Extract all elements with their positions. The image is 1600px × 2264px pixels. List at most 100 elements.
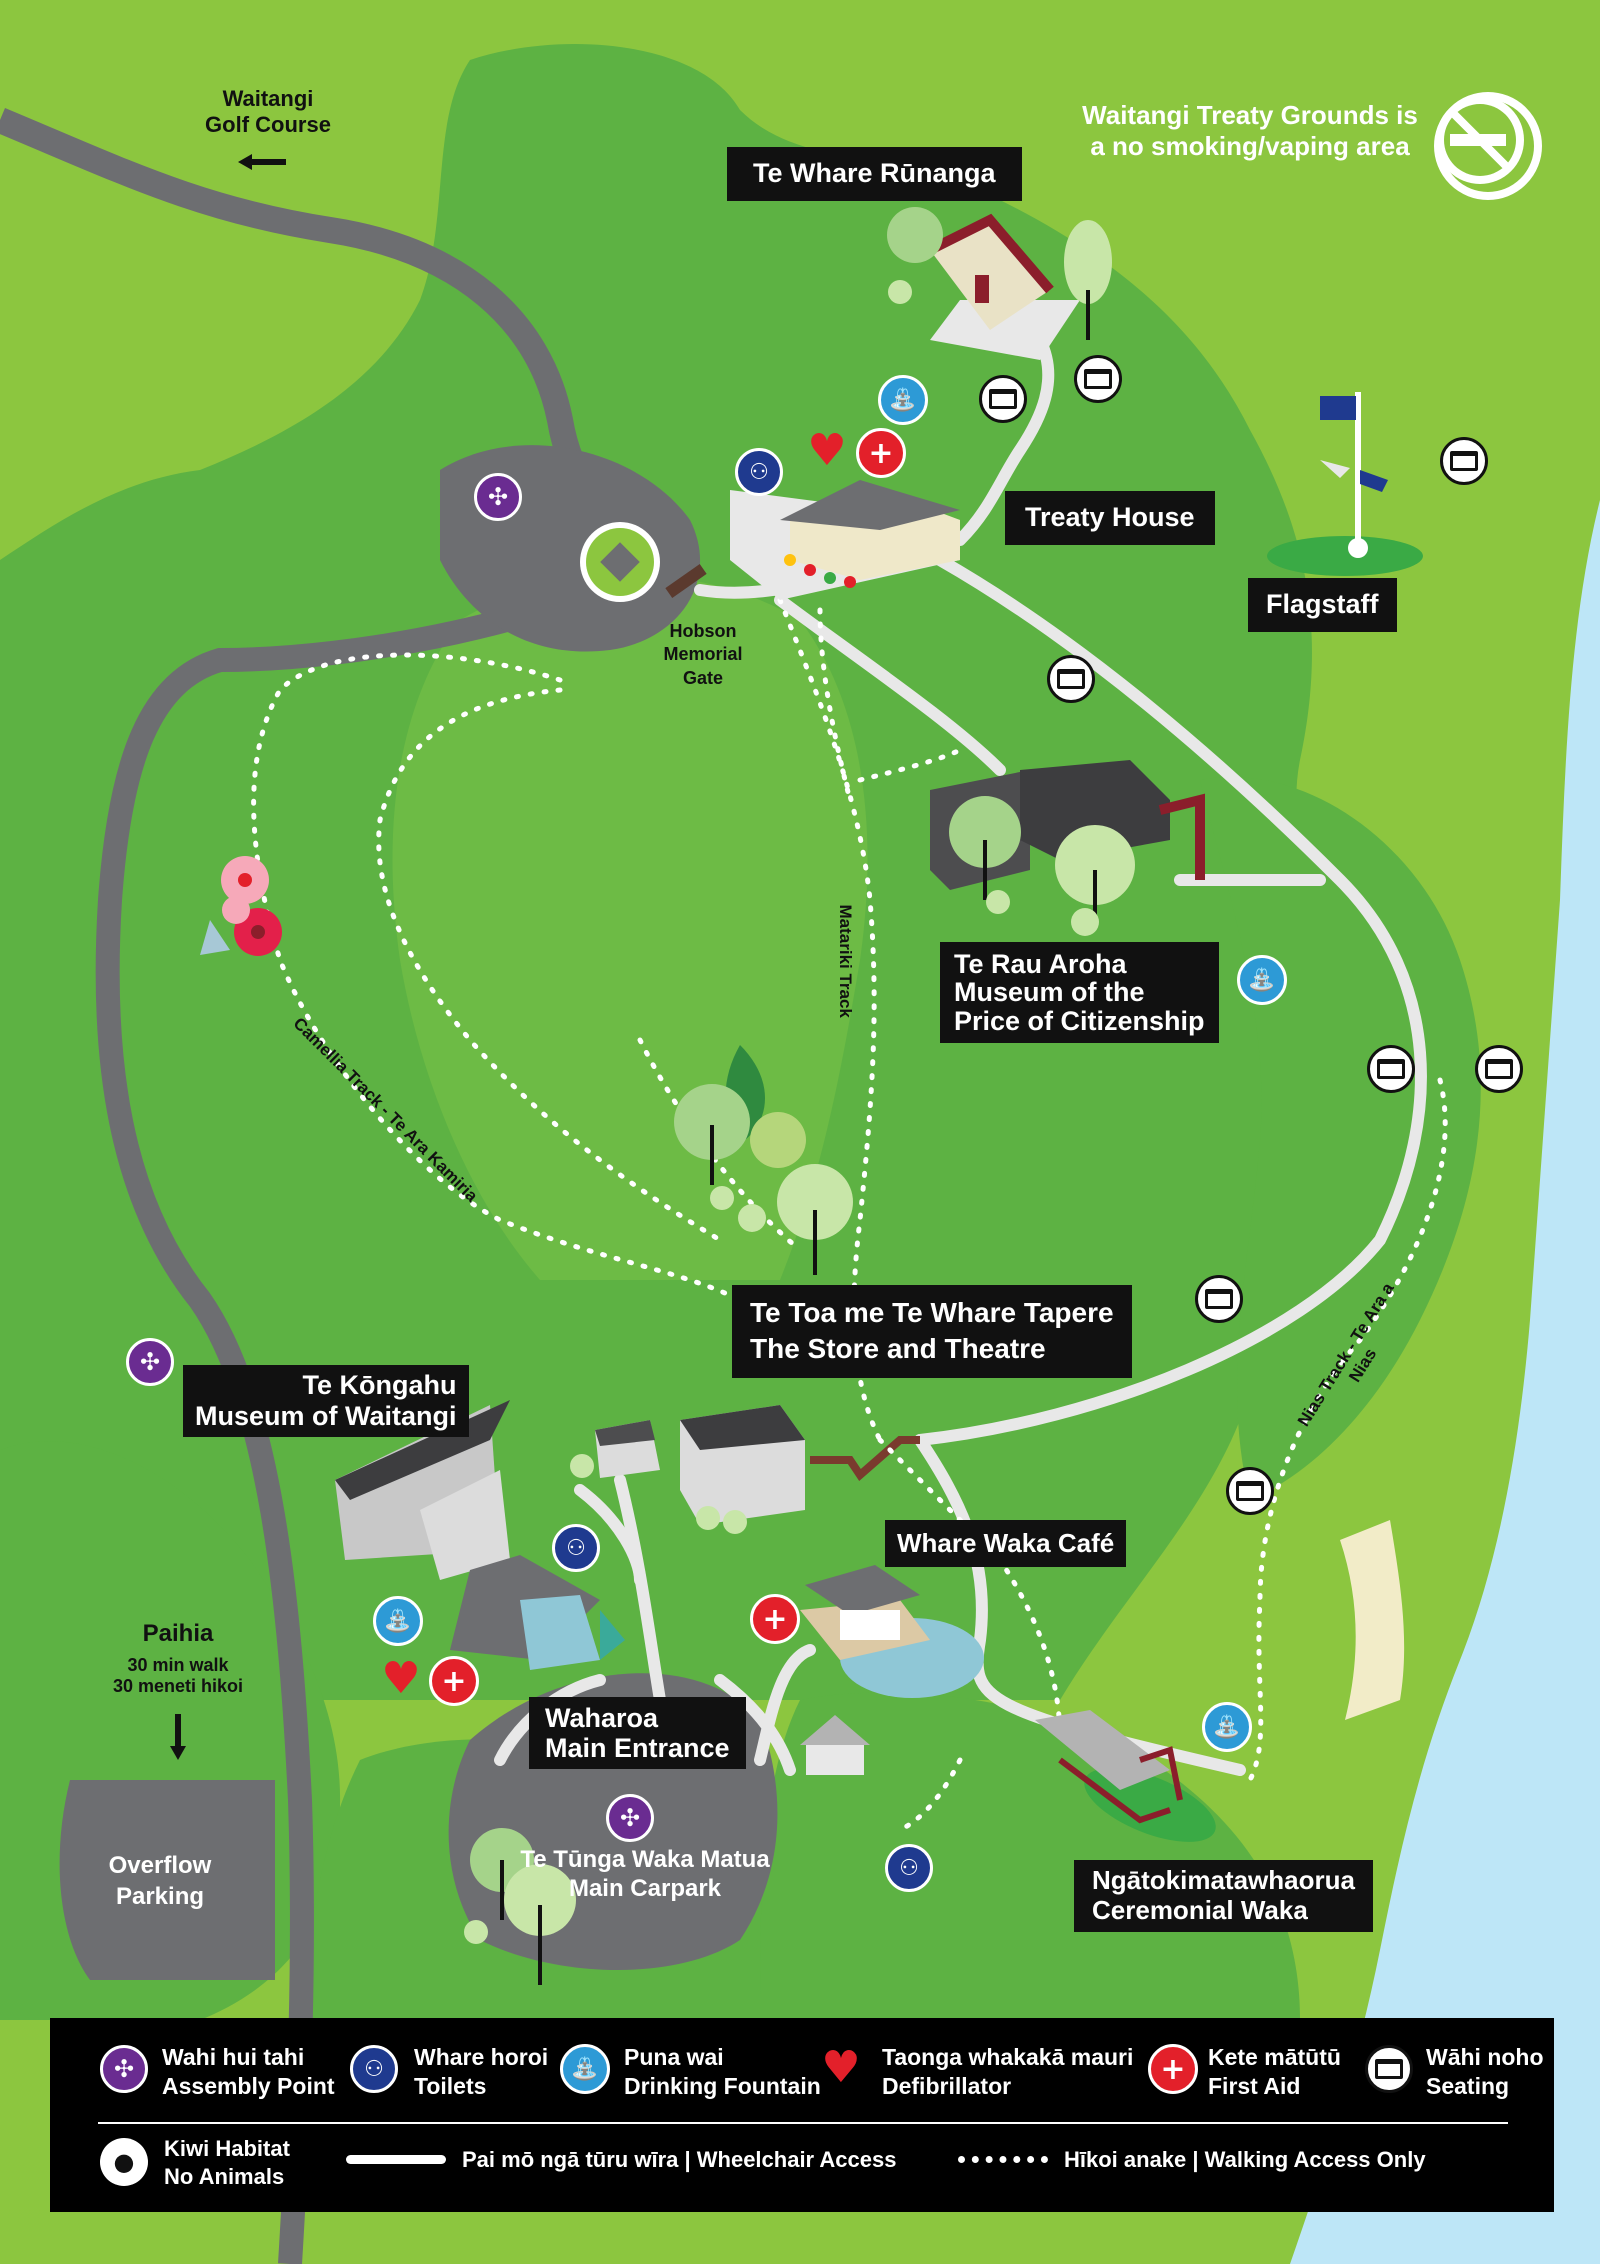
legend-fountain: Puna wai Drinking Fountain [624, 2043, 821, 2102]
label-te-toa[interactable]: Te Toa me Te Whare Tapere The Store and … [732, 1285, 1132, 1378]
label-golf-course: Waitangi Golf Course [188, 86, 348, 139]
paihia-line-1: Paihia [142, 1620, 214, 1647]
legend-wheelchair: Pai mō ngā tūru wīra | Wheelchair Access [462, 2146, 896, 2174]
notice-line-1: Waitangi Treaty Grounds is [1082, 100, 1418, 130]
label-waharoa[interactable]: Waharoa Main Entrance [529, 1697, 746, 1770]
label-treaty-house[interactable]: Treaty House [1005, 491, 1215, 545]
legend-assembly-line-1: Wahi hui tahi [162, 2044, 305, 2070]
te-rau-aroha-line-3: Price of Citizenship [954, 1005, 1205, 1036]
defibrillator-icon: ♥ [381, 1653, 421, 1704]
seating-icon [979, 375, 1027, 423]
label-te-kongahu[interactable]: Te Kōngahu Museum of Waitangi [183, 1365, 469, 1438]
legend-defib: Taonga whakakā mauri Defibrillator [882, 2043, 1133, 2102]
drinking-fountain-icon: ⛲ [878, 375, 928, 425]
legend-firstaid-line-2: First Aid [1208, 2073, 1301, 2100]
waharoa-line-2: Main Entrance [545, 1733, 730, 1764]
assembly-point-icon: ✣ [100, 2045, 148, 2093]
legend-seating-line-1: Wāhi noho [1426, 2044, 1544, 2070]
seating-icon [1367, 1045, 1415, 1093]
notice-line-2: a no smoking/vaping area [1090, 131, 1410, 162]
waka-line-2: Ceremonial Waka [1092, 1894, 1308, 1925]
legend-toilets-line-2: Toilets [414, 2073, 487, 2100]
legend-seating-line-2: Seating [1426, 2073, 1510, 2100]
golf-line-2: Golf Course [205, 112, 331, 138]
hobson-line-3: Gate [682, 667, 724, 688]
te-toa-line-2: The Store and Theatre [750, 1333, 1046, 1365]
label-overflow-parking: Overflow Parking [90, 1850, 230, 1912]
first-aid-icon: + [750, 1594, 800, 1644]
legend-assembly-line-2: Assembly Point [162, 2073, 335, 2100]
legend-kiwi-line-2: No Animals [164, 2164, 285, 2190]
label-main-carpark: Te Tūnga Waka Matua Main Carpark [520, 1846, 770, 1904]
toilets-icon: ⚇ [552, 1524, 600, 1572]
legend-toilets-line-1: Whare horoi [414, 2044, 549, 2070]
legend-divider [98, 2122, 1508, 2124]
legend-defib-line-1: Taonga whakakā mauri [882, 2044, 1134, 2070]
legend: ✣ Wahi hui tahi Assembly Point ⚇ Whare h… [50, 2018, 1554, 2212]
drinking-fountain-icon: ⛲ [1237, 955, 1287, 1005]
paihia-line-3: 30 meneti hikoi [112, 1676, 244, 1697]
no-smoking-notice: Waitangi Treaty Grounds is a no smoking/… [1080, 100, 1420, 162]
golf-line-1: Waitangi [222, 86, 314, 111]
first-aid-icon: + [1148, 2044, 1198, 2094]
seating-icon [1195, 1275, 1243, 1323]
label-paihia: Paihia 30 min walk 30 meneti hikoi [98, 1620, 258, 1698]
label-te-rau-aroha[interactable]: Te Rau Aroha Museum of the Price of Citi… [940, 942, 1219, 1044]
overflow-line-1: Overflow [108, 1852, 212, 1879]
hobson-line-1: Hobson [669, 621, 737, 641]
legend-wheelchair-text: Pai mō ngā tūru wīra | Wheelchair Access [462, 2147, 897, 2172]
paihia-line-2: 30 min walk [127, 1654, 229, 1675]
assembly-point-icon: ✣ [126, 1338, 174, 1386]
waharoa-line-1: Waharoa [545, 1703, 659, 1733]
wheelchair-line-sample [346, 2155, 446, 2164]
label-ceremonial-waka[interactable]: Ngātokimatawhaorua Ceremonial Waka [1074, 1860, 1373, 1932]
carpark-line-2: Main Carpark [568, 1874, 722, 1902]
walking-line-sample [958, 2156, 1048, 2163]
cafe-text: Whare Waka Café [897, 1528, 1115, 1558]
first-aid-icon: + [429, 1656, 479, 1706]
drinking-fountain-icon: ⛲ [560, 2044, 610, 2094]
legend-kiwi: Kiwi Habitat No Animals [164, 2135, 290, 2191]
toilets-icon: ⚇ [885, 1844, 933, 1892]
assembly-point-icon: ✣ [606, 1794, 654, 1842]
drinking-fountain-icon: ⛲ [373, 1596, 423, 1646]
legend-kiwi-line-1: Kiwi Habitat [164, 2136, 290, 2161]
te-toa-line-1: Te Toa me Te Whare Tapere [750, 1297, 1114, 1328]
te-kongahu-line-2: Museum of Waitangi [195, 1401, 457, 1432]
no-smoking-icon [1434, 92, 1542, 200]
whare-runanga-text: Te Whare Rūnanga [753, 158, 996, 188]
label-whare-runanga[interactable]: Te Whare Rūnanga [727, 147, 1022, 201]
seating-icon [1440, 437, 1488, 485]
matariki-text: Matariki Track [836, 904, 856, 1018]
label-matariki-track: Matariki Track [835, 896, 855, 1026]
toilets-icon: ⚇ [735, 448, 783, 496]
legend-firstaid: Kete mātūtū First Aid [1208, 2043, 1341, 2102]
seating-icon [1226, 1467, 1274, 1515]
legend-assembly: Wahi hui tahi Assembly Point [162, 2043, 335, 2102]
seating-icon [1365, 2045, 1413, 2093]
hobson-line-2: Memorial [663, 644, 743, 665]
drinking-fountain-icon: ⛲ [1202, 1702, 1252, 1752]
kiwi-icon: ● [100, 2138, 148, 2186]
legend-toilets: Whare horoi Toilets [414, 2043, 548, 2102]
toilets-icon: ⚇ [350, 2045, 398, 2093]
waka-line-1: Ngātokimatawhaorua [1092, 1865, 1355, 1895]
seating-icon [1074, 355, 1122, 403]
legend-firstaid-line-1: Kete mātūtū [1208, 2044, 1341, 2070]
flagstaff-text: Flagstaff [1266, 589, 1379, 619]
label-cafe[interactable]: Whare Waka Café [885, 1520, 1127, 1567]
seating-icon [1475, 1045, 1523, 1093]
treaty-house-text: Treaty House [1025, 502, 1195, 532]
seating-icon [1047, 655, 1095, 703]
legend-seating: Wāhi noho Seating [1426, 2043, 1544, 2102]
legend-defib-line-2: Defibrillator [882, 2073, 1012, 2100]
legend-fountain-line-2: Drinking Fountain [624, 2073, 821, 2100]
overflow-line-2: Parking [115, 1883, 205, 1911]
te-kongahu-line-1: Te Kōngahu [302, 1370, 457, 1400]
legend-fountain-line-1: Puna wai [624, 2044, 724, 2070]
legend-walking-text: Hīkoi anake | Walking Access Only [1064, 2147, 1426, 2172]
label-flagstaff[interactable]: Flagstaff [1248, 578, 1397, 632]
defibrillator-icon: ♥ [807, 425, 847, 476]
defibrillator-icon: ♥ [821, 2042, 861, 2093]
